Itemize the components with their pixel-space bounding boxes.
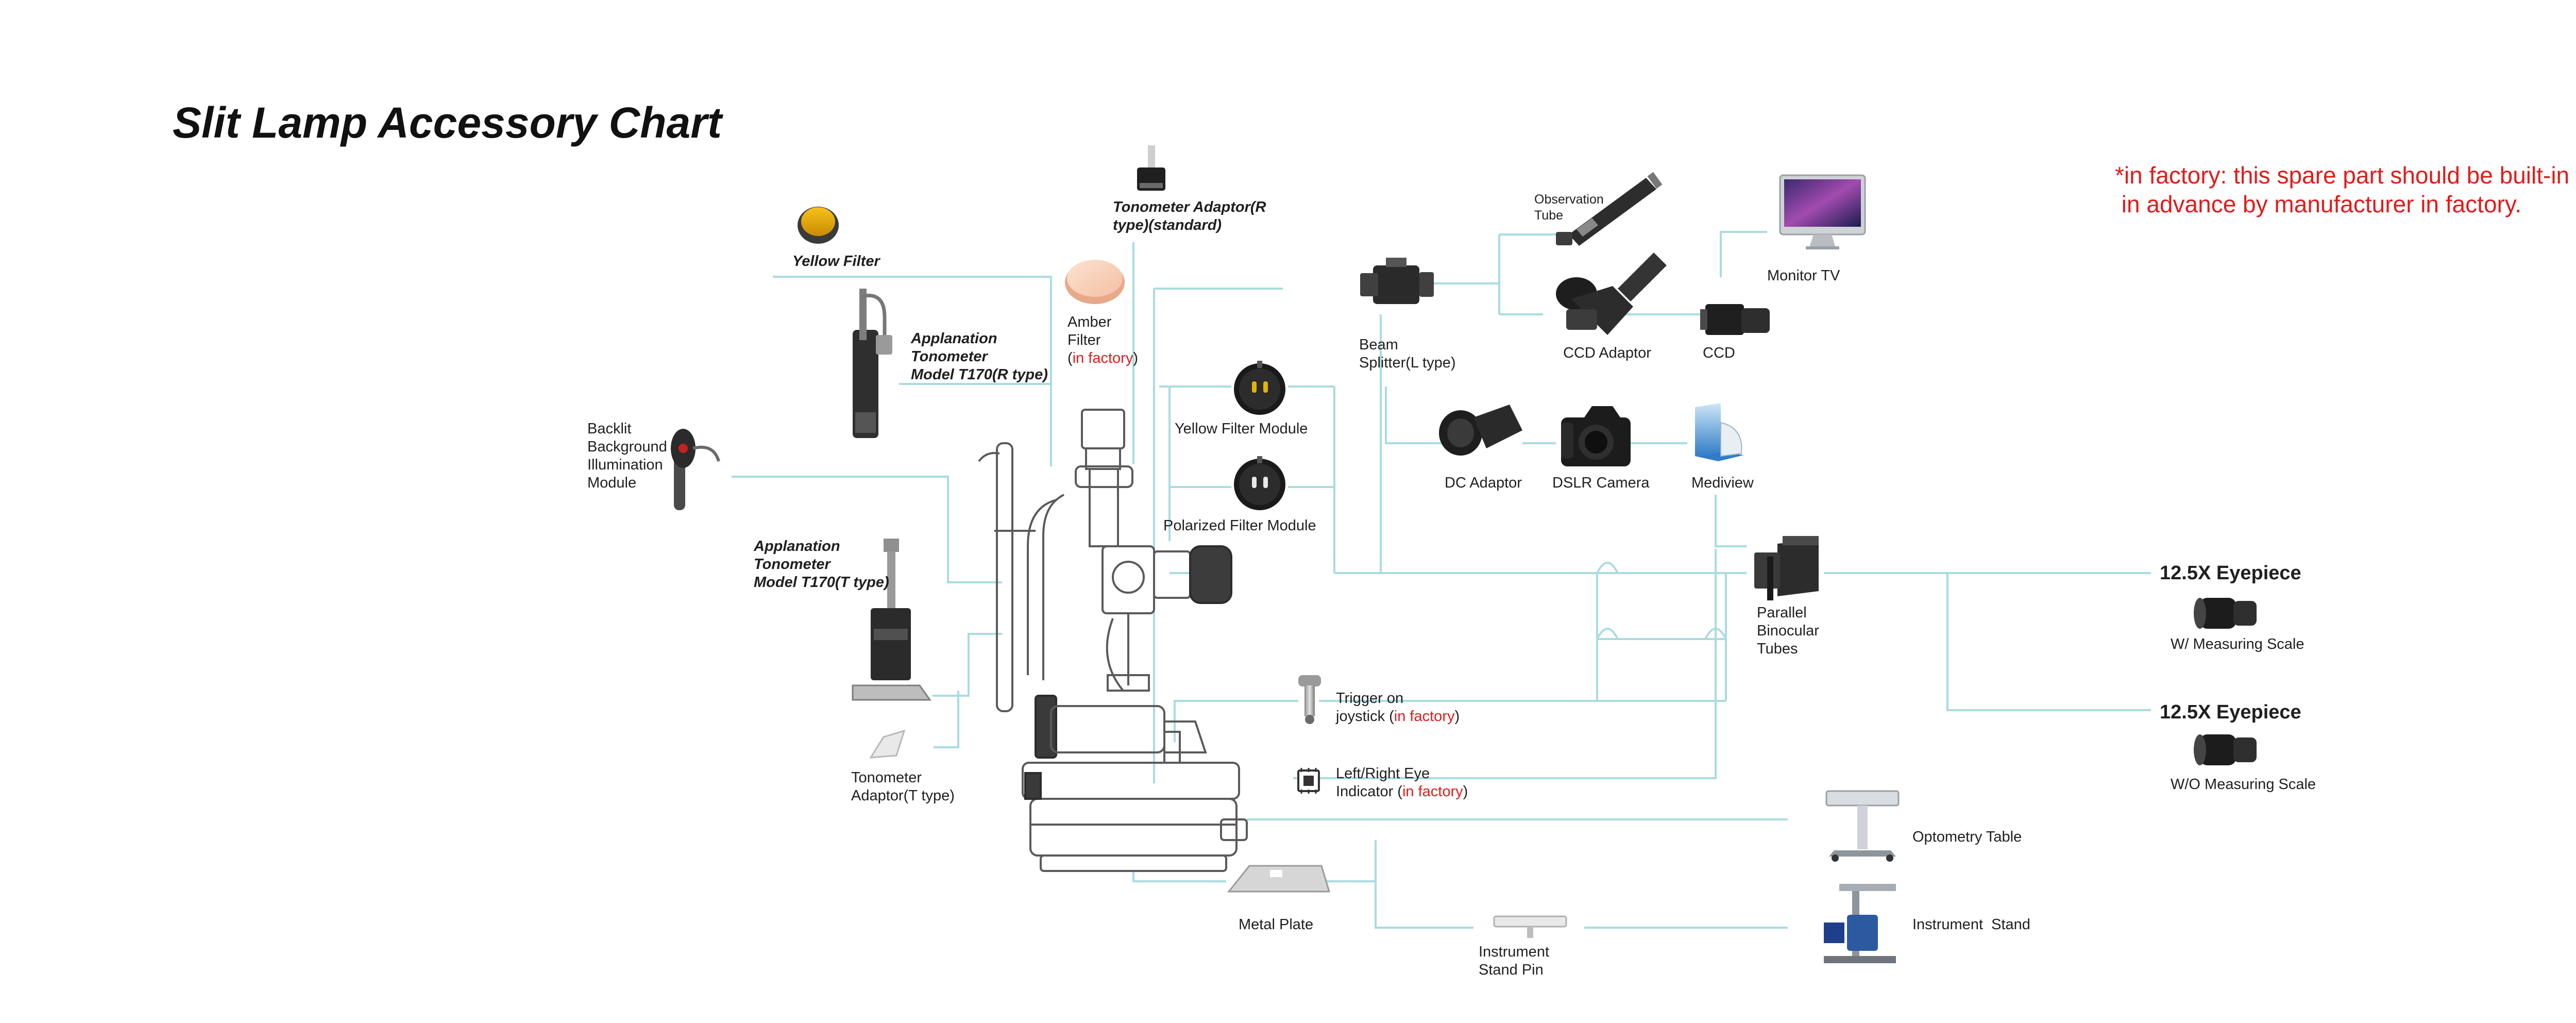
in-factory-tag: in factory <box>1402 783 1463 800</box>
observation-tube-icon <box>1556 172 1663 246</box>
chip-icon <box>1297 768 1320 794</box>
metal-plate-label: Metal Plate <box>1239 916 1314 933</box>
backlit-module-label: Backlit Background Illumination Module <box>587 421 667 491</box>
in-factory-note: *in factory: this spare part should be b… <box>2115 162 2570 217</box>
tonometer-adaptor-r-label: Tonometer Adaptor(R type)(standard) <box>1113 199 1266 233</box>
dslr-camera-icon <box>1561 406 1631 466</box>
beam-splitter-label: Beam Splitter(L type) <box>1359 337 1456 371</box>
dc-adaptor-label: DC Adaptor <box>1445 475 1522 491</box>
dc-adaptor-icon <box>1439 405 1522 456</box>
ccd-adaptor-icon <box>1556 253 1667 335</box>
tonometer-adaptor-t-icon <box>869 729 906 759</box>
eyepiece-2-sublabel: W/O Measuring Scale <box>2171 776 2316 793</box>
amber-filter-factory-note: (in factory) <box>1067 350 1139 366</box>
mediview-label: Mediview <box>1691 475 1754 491</box>
yellow-filter-icon <box>798 207 839 244</box>
trigger-icon <box>1298 675 1321 724</box>
instrument-stand-pin-label: Instrument Stand Pin <box>1479 944 1549 978</box>
applanation-tonometer-t-icon <box>852 539 931 701</box>
applanation-tonometer-t-label: Applanation Tonometer Model T170(T type) <box>754 538 889 591</box>
amber-filter-label: Amber Filter <box>1067 314 1112 348</box>
applanation-tonometer-r-label: Applanation Tonometer Model T170(R type) <box>911 330 1048 383</box>
monitor-tv-label: Monitor TV <box>1767 267 1840 284</box>
in-factory-tag: in factory <box>1394 708 1455 725</box>
slit-lamp-icon <box>978 409 1248 872</box>
beam-splitter-icon <box>1360 258 1434 304</box>
eyepiece-2-label: 12.5X Eyepiece <box>2160 701 2301 723</box>
tonometer-adaptor-r-icon <box>1137 145 1165 191</box>
applanation-tonometer-r-icon <box>853 289 892 438</box>
parallel-binocular-tubes-label: Parallel Binocular Tubes <box>1757 605 1819 657</box>
amber-filter-icon <box>1065 260 1125 304</box>
optometry-table-label: Optometry Table <box>1912 829 2022 845</box>
connector-lines <box>732 231 2151 929</box>
instrument-stand-icon <box>1824 884 1896 963</box>
dslr-camera-label: DSLR Camera <box>1552 475 1650 491</box>
stand-pin-icon <box>1493 915 1567 938</box>
eyepiece-icon <box>2194 734 2257 765</box>
monitor-tv-icon <box>1779 174 1866 249</box>
backlit-module-icon <box>671 429 720 510</box>
in-factory-tag: in factory <box>1072 350 1133 366</box>
ccd-label: CCD <box>1703 345 1735 361</box>
metal-plate-icon <box>1227 865 1331 893</box>
yellow-filter-label: Yellow Filter <box>792 253 880 270</box>
eyepiece-1-sublabel: W/ Measuring Scale <box>2171 636 2304 652</box>
parallel-binocular-tubes-icon <box>1754 536 1819 600</box>
eyepiece-icon <box>2194 598 2257 629</box>
optometry-table-icon <box>1825 790 1900 862</box>
polarized-filter-module-icon <box>1234 456 1285 510</box>
eyepiece-1-label: 12.5X Eyepiece <box>2160 562 2301 584</box>
tonometer-adaptor-t-label: Tonometer Adaptor(T type) <box>851 769 955 804</box>
page-title: Slit Lamp Accessory Chart <box>173 98 722 147</box>
observation-tube-label: Observation Tube <box>1534 192 1604 223</box>
yellow-filter-module-label: Yellow Filter Module <box>1175 421 1308 437</box>
ccd-adaptor-label: CCD Adaptor <box>1563 345 1651 361</box>
instrument-stand-label: Instrument Stand <box>1912 916 2030 933</box>
yellow-filter-module-icon <box>1234 361 1285 415</box>
mediview-icon <box>1695 403 1744 461</box>
polarized-filter-module-label: Polarized Filter Module <box>1163 517 1316 534</box>
ccd-icon <box>1700 304 1770 335</box>
